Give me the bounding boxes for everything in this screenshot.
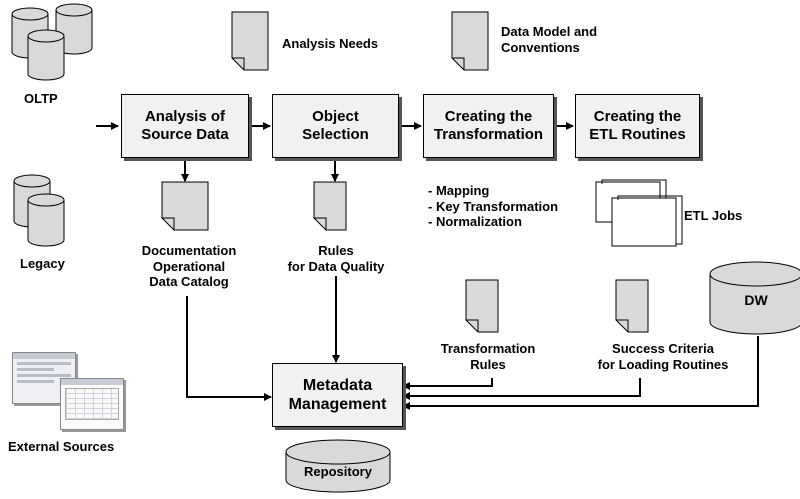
cylinder-icon bbox=[27, 29, 65, 81]
repository-cylinder-icon bbox=[285, 439, 391, 493]
transform-item: - Normalization bbox=[428, 214, 522, 230]
cylinder-icon bbox=[27, 193, 65, 247]
dw-cylinder-icon bbox=[709, 261, 800, 335]
transformation-rules-label: Transformation Rules bbox=[440, 341, 536, 372]
step-label: Creating the bbox=[593, 108, 682, 125]
oltp-database-icon bbox=[11, 3, 93, 81]
external-sources-label: External Sources bbox=[8, 439, 115, 454]
metadata-label: Management bbox=[288, 396, 387, 413]
document-icon bbox=[161, 181, 209, 231]
document-icon bbox=[313, 181, 347, 231]
cylinder-icon bbox=[55, 3, 93, 55]
flow-arrows bbox=[96, 122, 759, 410]
document-icon bbox=[465, 279, 499, 333]
documentation-label: Documentation Operational Data Catalog bbox=[141, 243, 237, 290]
oltp-label: OLTP bbox=[24, 91, 58, 106]
document-icon bbox=[451, 11, 489, 71]
transformation-items: - Mapping - Key Transformation - Normali… bbox=[428, 183, 558, 230]
arrow-dw-to-metadata bbox=[402, 336, 759, 410]
document-icon bbox=[231, 11, 269, 71]
legacy-label: Legacy bbox=[20, 256, 65, 271]
arrow-documentation-to-metadata bbox=[186, 296, 272, 401]
etl-jobs-label: ETL Jobs bbox=[684, 208, 743, 223]
legacy-database-icon bbox=[13, 174, 65, 247]
document-icon bbox=[615, 279, 649, 333]
data-model-label: Data Model and Conventions bbox=[501, 24, 598, 55]
step-label: Transformation bbox=[433, 126, 544, 143]
metadata-label: Metadata bbox=[302, 376, 373, 394]
dw-label: DW bbox=[744, 292, 768, 308]
external-source-screenshot bbox=[60, 378, 124, 430]
transform-item: - Mapping bbox=[428, 183, 490, 198]
repository-label: Repository bbox=[304, 464, 372, 479]
etl-jobs-icon bbox=[595, 179, 683, 247]
step-label: Object bbox=[312, 108, 359, 125]
rules-label: Rules for Data Quality bbox=[287, 243, 385, 274]
step-label: Analysis of bbox=[144, 108, 225, 125]
arrow-transformation-rules-to-metadata bbox=[402, 378, 493, 390]
step-label: Selection bbox=[302, 126, 369, 143]
step-label: ETL Routines bbox=[589, 126, 686, 143]
step-label: Creating the bbox=[444, 108, 533, 125]
transform-item: - Key Transformation bbox=[428, 198, 559, 214]
arrow-success-criteria-to-metadata bbox=[402, 378, 641, 400]
step-label: Source Data bbox=[141, 126, 229, 143]
analysis-needs-label: Analysis Needs bbox=[282, 36, 379, 51]
success-criteria-label: Success Criteria for Loading Routines bbox=[597, 341, 729, 372]
